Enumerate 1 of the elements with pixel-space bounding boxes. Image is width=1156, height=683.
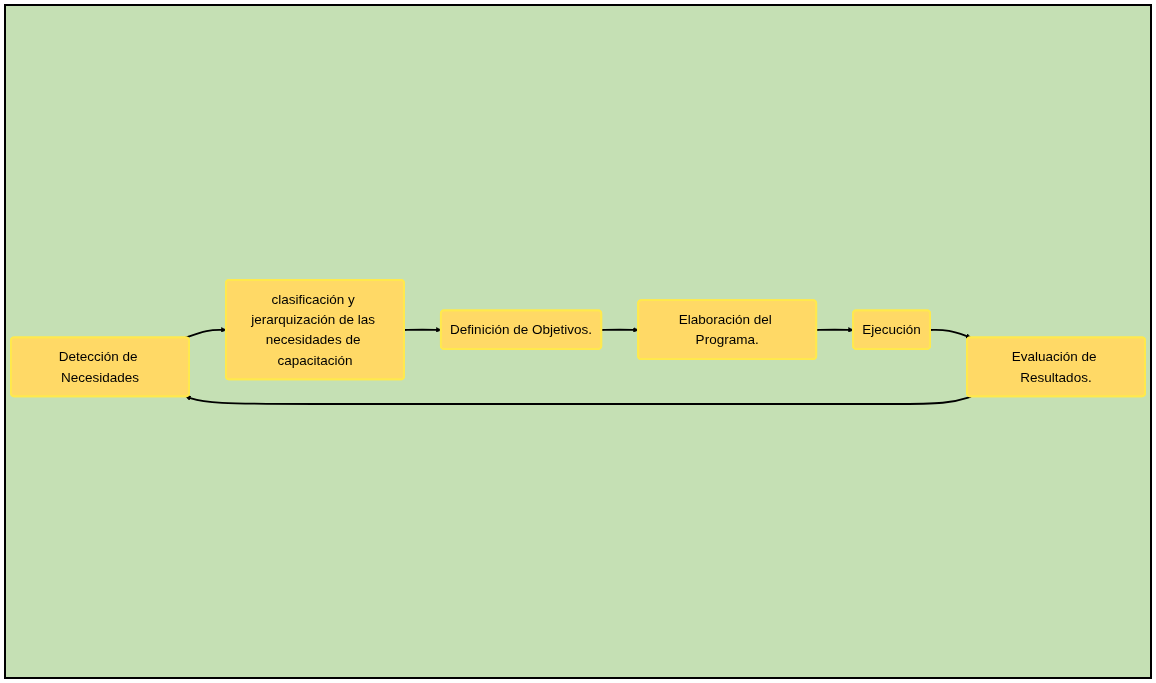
arrow	[185, 395, 972, 405]
